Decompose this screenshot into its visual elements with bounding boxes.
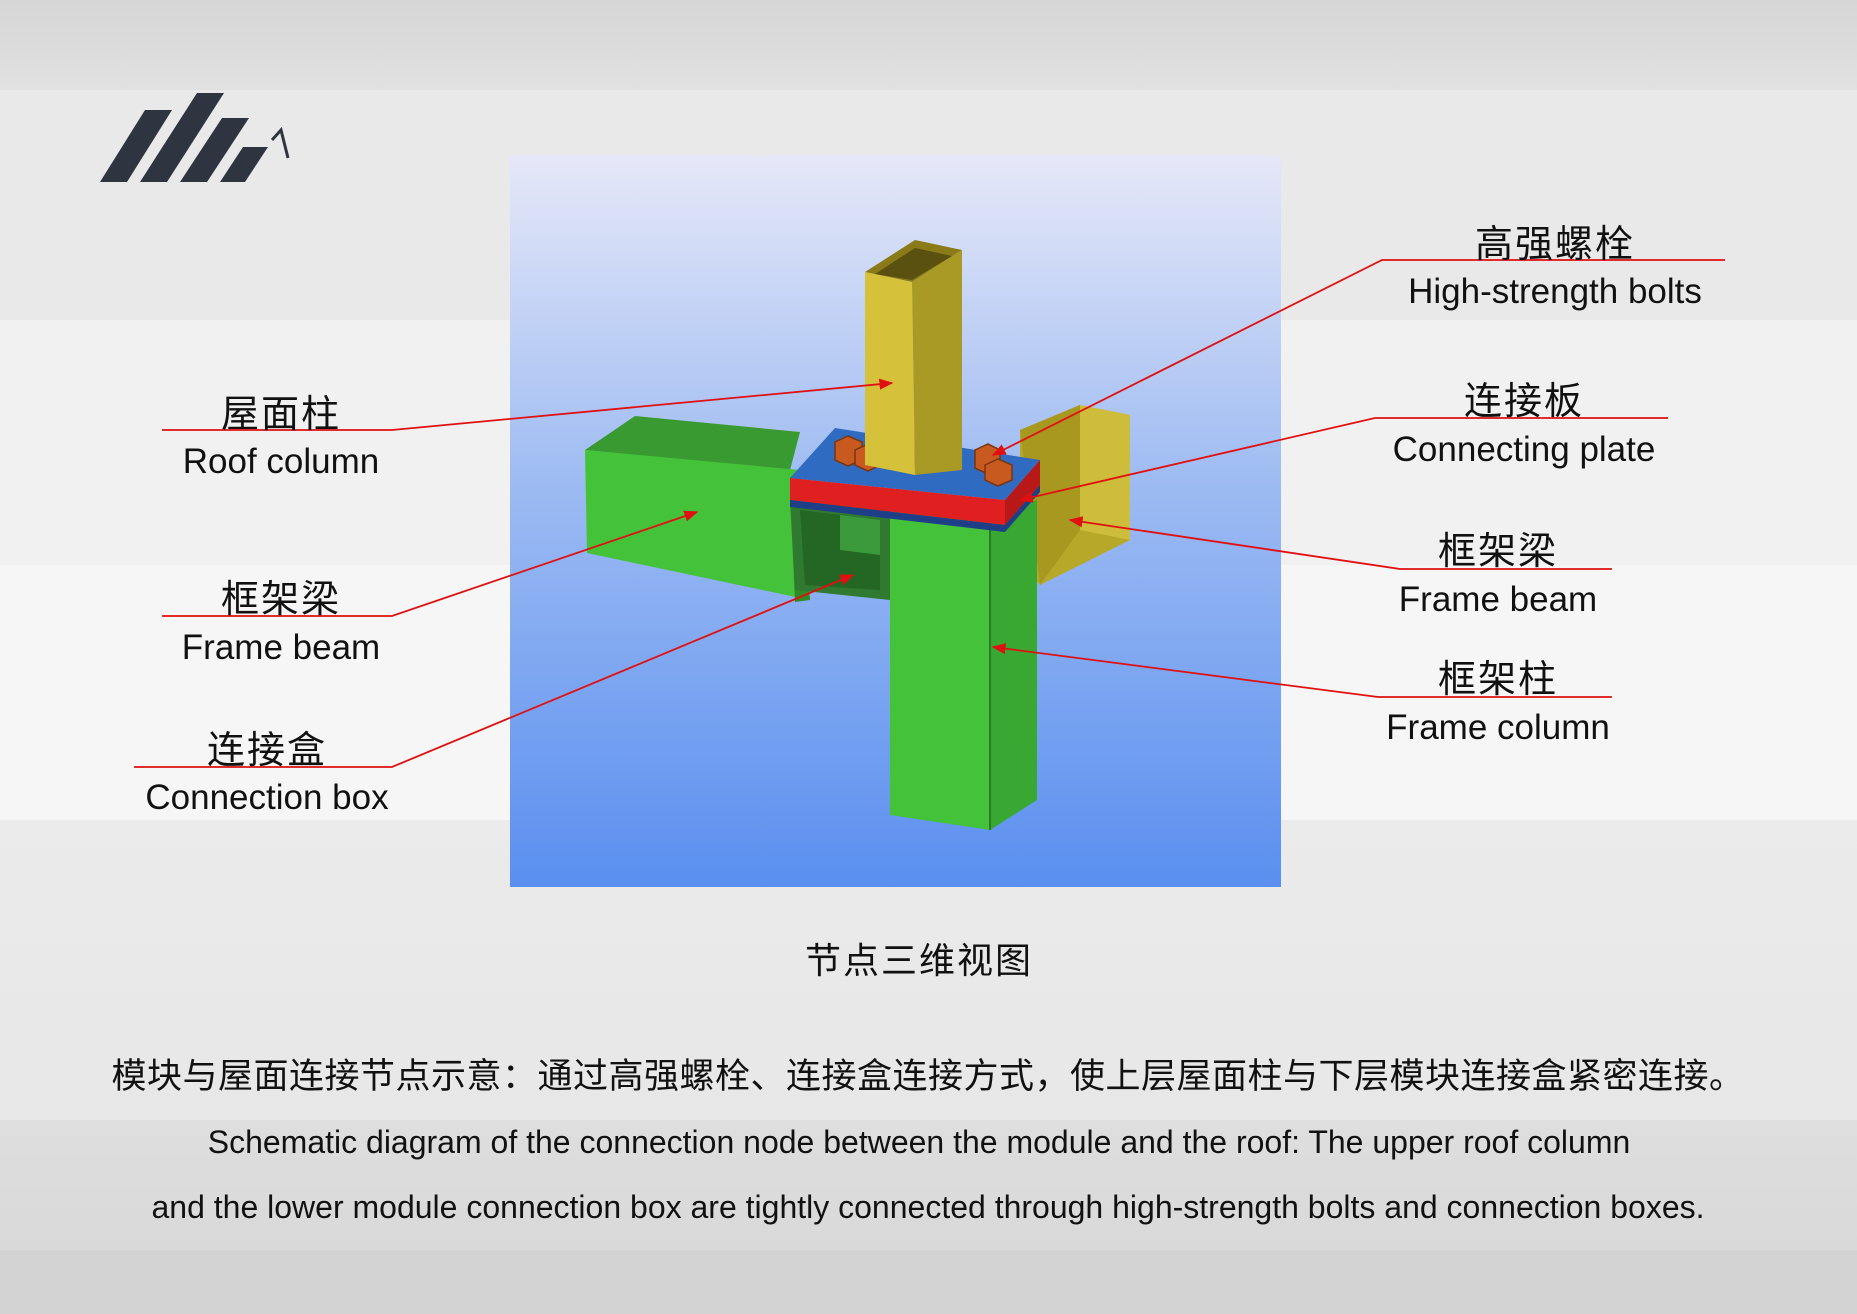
roof-column-label-cn: 屋面柱 [220,392,342,436]
leader-frame-beam-left [162,510,699,617]
roof-column-shape [865,240,962,475]
frame-beam-right-label-cn: 框架梁 [1437,529,1559,573]
leader-plate [1018,417,1668,503]
frame-beam-right-label-en: Frame beam [1398,580,1598,619]
frame-beam-left-label-en: Frame beam [181,628,381,667]
leader-frame-column [991,643,1612,698]
leader-connection-box [134,574,855,768]
bolts-label-en: High-strength bolts [1408,272,1702,311]
connection-box-label-cn: 连接盒 [206,728,328,772]
leader-lines [134,259,1725,768]
description-en-line2: and the lower module connection box are … [151,1189,1705,1225]
node-3d-render [510,155,1281,887]
connection-box-shape [790,500,890,600]
leader-roof-column [162,378,894,431]
plate-label-cn: 连接板 [1463,379,1585,423]
connection-box-label-en: Connection box [145,778,389,817]
description-cn: 模块与屋面连接节点示意：通过高强螺栓、连接盒连接方式，使上层屋面柱与下层模块连接… [111,1057,1745,1097]
bolts-label-cn: 高强螺栓 [1474,222,1636,266]
company-logo-icon [100,93,290,182]
figure-caption: 节点三维视图 [804,941,1034,982]
description-en-line1: Schematic diagram of the connection node… [207,1124,1631,1160]
roof-column-label-en: Roof column [182,442,380,481]
frame-beam-left-label-cn: 框架梁 [220,577,342,621]
leader-frame-beam-right [1068,516,1612,570]
frame-column-label-en: Frame column [1386,708,1610,747]
frame-column-label-cn: 框架柱 [1437,657,1559,701]
leader-bolts [991,259,1725,456]
plate-label-en: Connecting plate [1392,430,1656,469]
frame-column-shape [890,500,1037,830]
